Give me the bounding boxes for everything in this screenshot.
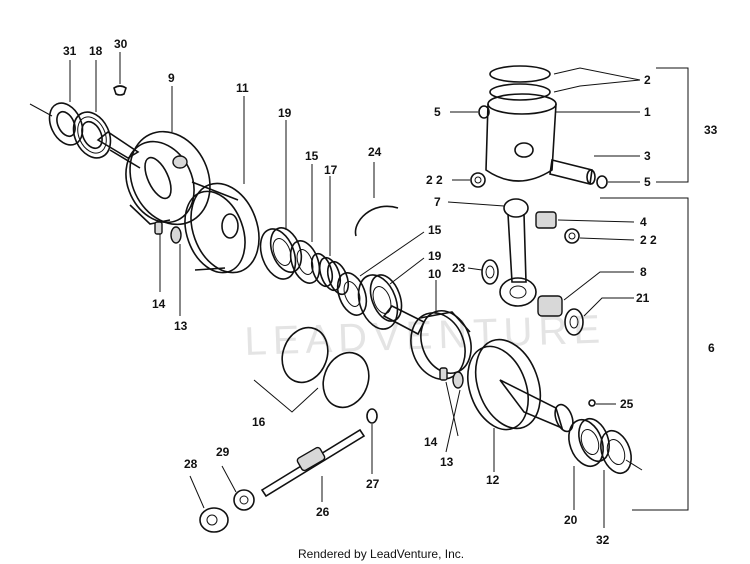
label-13-right: 13	[440, 455, 454, 469]
label-24: 24	[368, 145, 382, 159]
label-29: 29	[216, 445, 230, 459]
label-31: 31	[63, 44, 77, 58]
part-31-oil-seal	[29, 102, 84, 146]
label-28: 28	[184, 457, 198, 471]
part-18-bearing	[72, 111, 112, 159]
part-29-washer	[233, 489, 255, 511]
part-9-crank-web	[125, 130, 211, 226]
part-3-piston-pin	[549, 159, 596, 185]
label-17: 17	[324, 163, 338, 177]
label-11: 11	[236, 81, 249, 95]
part-16-rings	[281, 326, 370, 409]
label-5-bottom: 5	[644, 175, 651, 189]
label-5-top: 5	[434, 105, 441, 119]
part-13-washer-right	[452, 371, 464, 389]
label-21: 21	[636, 291, 650, 305]
label-3: 3	[644, 149, 651, 163]
part-22-washer-top	[470, 172, 486, 188]
part-1-piston	[485, 93, 557, 182]
label-16: 16	[252, 415, 266, 429]
label-26: 26	[316, 505, 330, 519]
label-22-top: 2 2	[426, 173, 443, 187]
part-17-labyrinth-seal	[310, 252, 350, 296]
part-5-circlip-bottom	[596, 175, 608, 189]
label-10: 10	[428, 267, 442, 281]
label-20: 20	[564, 513, 578, 527]
part-27-washer	[366, 408, 378, 424]
label-22-right: 2 2	[640, 233, 657, 247]
part-28-nut	[199, 507, 229, 533]
part-5-circlip-top	[478, 105, 490, 119]
label-14-right: 14	[424, 435, 438, 449]
label-4: 4	[640, 215, 647, 229]
part-20-bearing	[568, 417, 610, 468]
part-labels: 31 18 30 9 11 19 15 17 24 15 19 10 14 13…	[63, 37, 718, 547]
part-30-woodruff-key	[113, 85, 127, 96]
part-2-piston-rings	[489, 65, 551, 101]
label-23: 23	[452, 261, 466, 275]
label-6: 6	[708, 341, 715, 355]
label-13-left: 13	[174, 319, 188, 333]
label-32: 32	[596, 533, 610, 547]
part-19-bearing-left	[259, 227, 303, 280]
leader-lines	[69, 52, 689, 528]
label-19-top: 19	[278, 106, 292, 120]
part-22-washer-right	[564, 228, 580, 244]
part-32-oil-seal	[600, 429, 643, 475]
part-19-bearing-right	[357, 274, 403, 330]
label-15-right: 15	[428, 223, 442, 237]
left-shaft	[96, 131, 141, 169]
part-12-crank-web	[467, 338, 574, 433]
part-25-o-ring	[588, 399, 596, 407]
label-2: 2	[644, 73, 651, 87]
label-8: 8	[640, 265, 647, 279]
label-12: 12	[486, 473, 500, 487]
part-13-washer-left	[170, 226, 182, 244]
label-1: 1	[644, 105, 651, 119]
label-15-top: 15	[305, 149, 319, 163]
label-33: 33	[704, 123, 718, 137]
label-19-right: 19	[428, 249, 442, 263]
credit-text: Rendered by LeadVenture, Inc.	[298, 547, 464, 561]
part-23-thrust-washer	[481, 259, 499, 285]
part-21-thrust-washer	[564, 308, 584, 336]
label-18: 18	[89, 44, 103, 58]
part-26-drive-shaft	[260, 428, 366, 498]
label-25: 25	[620, 397, 634, 411]
label-9: 9	[168, 71, 175, 85]
label-30: 30	[114, 37, 128, 51]
label-27: 27	[366, 477, 380, 491]
part-24-snap-ring	[354, 205, 399, 237]
part-7-connecting-rod	[499, 198, 537, 307]
part-11-crank-disc	[184, 181, 260, 274]
part-4-needle-bearing	[535, 211, 557, 229]
label-14-left: 14	[152, 297, 166, 311]
part-8-needle-bearing	[537, 295, 563, 317]
part-14-pin-right	[439, 367, 448, 381]
part-14-pin-left	[154, 221, 163, 235]
label-7: 7	[434, 195, 441, 209]
